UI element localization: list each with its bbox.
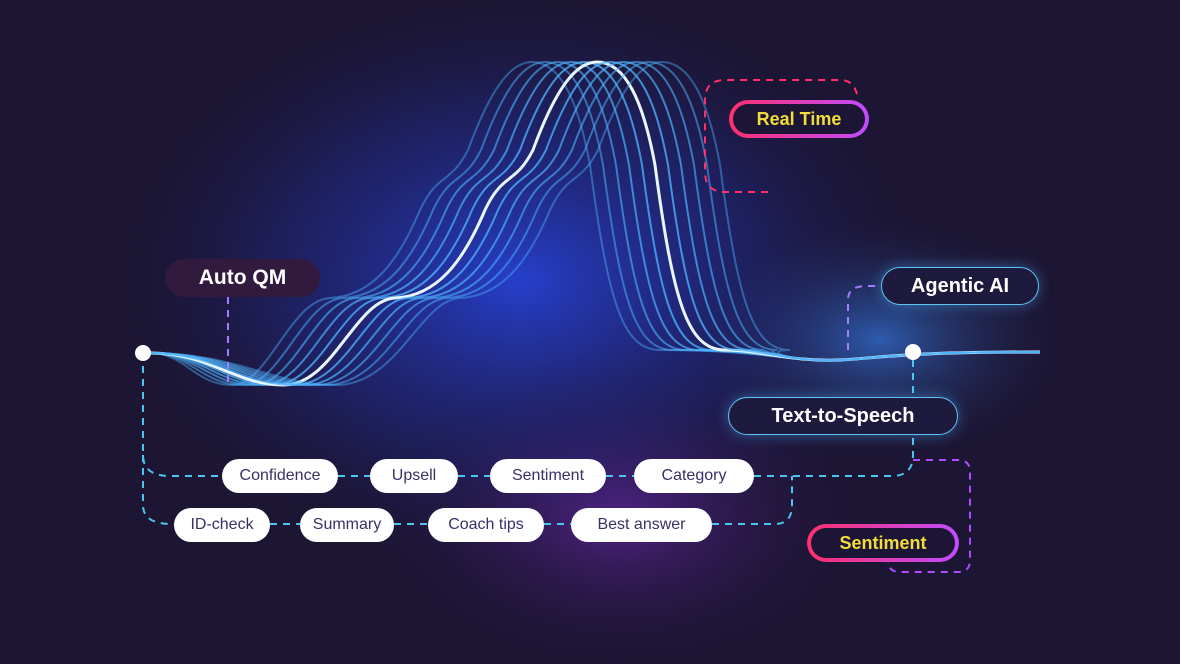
chip-summary: Summary xyxy=(300,508,394,542)
connector-sentiment xyxy=(887,459,971,573)
auto-qm-label: Auto QM xyxy=(165,259,320,297)
chip-sentiment: Sentiment xyxy=(490,459,606,493)
connector-row2 xyxy=(142,455,793,525)
wave-lines xyxy=(149,60,1041,387)
chip-best-answer: Best answer xyxy=(571,508,712,542)
chip-category: Category xyxy=(634,459,754,493)
agentic-ai-label: Agentic AI xyxy=(881,267,1039,305)
sentiment-highlight-label: Sentiment xyxy=(807,524,959,562)
text-to-speech-label: Text-to-Speech xyxy=(728,397,958,435)
start-node xyxy=(135,345,151,361)
chip-id-check: ID-check xyxy=(174,508,270,542)
chip-confidence: Confidence xyxy=(222,459,338,493)
real-time-label: Real Time xyxy=(729,100,869,138)
wave-line xyxy=(149,60,1041,387)
connector-row1 xyxy=(142,353,914,477)
end-node xyxy=(905,344,921,360)
wave-line xyxy=(149,60,1041,387)
chip-upsell: Upsell xyxy=(370,459,458,493)
chip-coach-tips: Coach tips xyxy=(428,508,544,542)
connector-real-time xyxy=(704,79,859,193)
